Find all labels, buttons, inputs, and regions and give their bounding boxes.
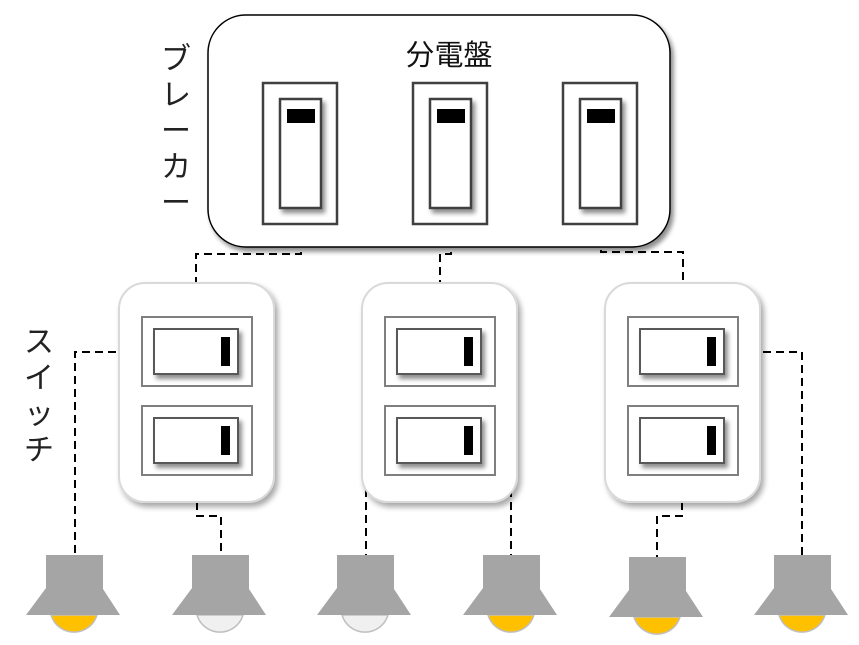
- lamp: [609, 557, 703, 635]
- lamp: [26, 555, 120, 633]
- bulb-off-icon: [195, 614, 245, 633]
- switch-indicator-on: [464, 337, 473, 366]
- wire: [737, 351, 803, 555]
- breaker-lever-on: [587, 109, 615, 123]
- breaker[interactable]: [411, 81, 489, 226]
- breaker-label: ブ レ ー カ ー: [159, 42, 193, 222]
- light-switch[interactable]: [627, 316, 739, 387]
- breaker-label-char: ー: [161, 186, 191, 221]
- switch-rocker: [153, 417, 239, 464]
- bulb-on-icon: [486, 614, 536, 633]
- switch-indicator-on: [707, 337, 716, 366]
- breaker[interactable]: [261, 81, 339, 226]
- light-switch[interactable]: [384, 316, 496, 387]
- light-switch[interactable]: [384, 405, 496, 476]
- breaker[interactable]: [561, 81, 639, 226]
- breaker-lever-on: [437, 109, 465, 123]
- breaker-label-char: レ: [161, 78, 191, 113]
- lamps: [26, 555, 848, 635]
- breaker-label-char: ー: [161, 114, 191, 149]
- lamp: [172, 555, 266, 633]
- lamp-shade: [754, 555, 848, 615]
- lamp-shade: [317, 555, 411, 615]
- light-switch[interactable]: [141, 405, 253, 476]
- switch-indicator-on: [221, 337, 230, 366]
- lamp-shade: [609, 557, 703, 617]
- bulb-on-icon: [49, 614, 99, 633]
- switch-label-char: ッ: [24, 397, 54, 432]
- breaker-label-char: カ: [161, 150, 191, 185]
- switch-label: ス イ ッ チ: [22, 325, 56, 469]
- switch-label-char: ス: [24, 325, 54, 360]
- bulb-on-icon: [777, 614, 827, 633]
- switch-plate: [604, 282, 761, 503]
- switch-indicator-on: [707, 426, 716, 455]
- light-switch[interactable]: [141, 316, 253, 387]
- switch-plate: [118, 282, 275, 503]
- breakers: [261, 81, 639, 226]
- bulb-on-icon: [632, 616, 682, 635]
- lamp: [317, 555, 411, 633]
- lamp-shade: [172, 555, 266, 615]
- switch-label-char: イ: [24, 361, 54, 396]
- lamp: [754, 555, 848, 633]
- breaker-lever-on: [287, 109, 315, 123]
- switch-label-char: チ: [24, 433, 54, 468]
- switch-indicator-on: [464, 426, 473, 455]
- light-switch[interactable]: [627, 405, 739, 476]
- lamp: [463, 555, 557, 633]
- switch-indicator-on: [221, 426, 230, 455]
- lamp-shade: [463, 555, 557, 615]
- switch-plate: [361, 282, 518, 503]
- wire: [74, 351, 142, 555]
- panel-title: 分電盤: [405, 38, 492, 72]
- distribution-panel: 分電盤: [207, 14, 671, 248]
- switch-plates: [118, 282, 761, 503]
- lamp-shade: [26, 555, 120, 615]
- bulb-off-icon: [340, 614, 390, 633]
- breaker-label-char: ブ: [161, 42, 191, 77]
